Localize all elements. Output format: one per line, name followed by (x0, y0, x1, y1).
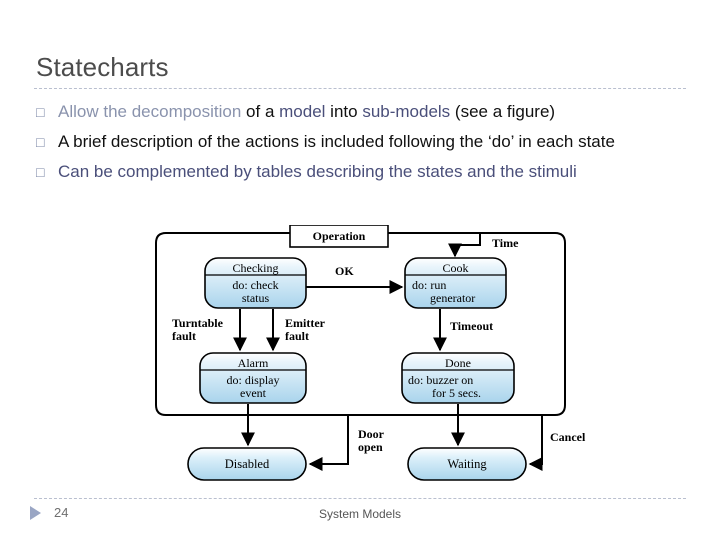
operation-label: Operation (313, 229, 366, 243)
bullet-marker-icon: □ (36, 134, 45, 150)
bullet-segment: A brief description of the actions is in… (58, 132, 615, 151)
state-name: Checking (233, 261, 279, 275)
transition-label: Cancel (550, 430, 586, 444)
state-name: Done (445, 356, 471, 370)
state-cook: Cook do: run generator (404, 257, 507, 309)
transition-time: Time (448, 233, 519, 258)
state-checking: Checking do: check status (204, 257, 307, 309)
state-action-line2: for 5 secs. (432, 386, 481, 400)
bullet-item: □ Can be complemented by tables describin… (36, 160, 676, 184)
state-disabled: Disabled (187, 447, 307, 481)
state-name: Waiting (447, 457, 487, 471)
bullet-item: □ Allow the decomposition of a model into… (36, 100, 676, 124)
transition-label: Emitter (285, 316, 326, 330)
transition-ok: OK (306, 264, 404, 294)
play-triangle-icon (30, 506, 41, 520)
state-action-line2: status (242, 291, 270, 305)
bullet-segment: Can be complemented by tables describing… (58, 162, 577, 181)
transition-label-line2: open (358, 440, 383, 454)
transition-door-open: Door open (308, 415, 385, 471)
statechart-diagram: Operation Checking do: check status Cook… (130, 225, 600, 490)
state-name: Alarm (238, 356, 269, 370)
footer-subject: System Models (318, 507, 402, 521)
transition-cancel: Cancel (528, 415, 586, 471)
state-action-line1: do: check (232, 278, 278, 292)
bullet-list: □ Allow the decomposition of a model into… (36, 100, 676, 190)
bullet-marker-icon: □ (36, 164, 45, 180)
state-name: Cook (442, 261, 468, 275)
transition-label: Time (492, 236, 519, 250)
transition-turntable-fault: Turntable fault (172, 309, 247, 352)
operation-superstate-border (155, 232, 566, 416)
state-action-line1: do: buzzer on (408, 373, 473, 387)
bullet-segment: Allow the decomposition (58, 102, 247, 121)
title-divider (34, 88, 686, 89)
page-number: 24 (54, 505, 69, 520)
bullet-item: □ A brief description of the actions is i… (36, 130, 676, 154)
state-action-line1: do: display (227, 373, 280, 387)
transition-emitter-fault: Emitter fault (266, 309, 326, 352)
operation-label-box (289, 225, 389, 248)
transition-label: OK (335, 264, 354, 278)
footer-divider (34, 498, 686, 499)
state-alarm: Alarm do: display event (199, 352, 307, 404)
bullet-segment: sub-models (362, 102, 455, 121)
state-name: Disabled (225, 457, 270, 471)
bullet-segment: (see a figure) (454, 102, 556, 121)
transition-timeout: Timeout (433, 309, 493, 352)
state-done: Done do: buzzer on for 5 secs. (401, 352, 515, 404)
state-action-line2: event (240, 386, 267, 400)
state-waiting: Waiting (407, 447, 527, 481)
state-action-line1: do: run (412, 278, 446, 292)
bullet-segment: of a (246, 102, 280, 121)
state-action-line2: generator (430, 291, 475, 305)
transition-label-line2: fault (285, 329, 309, 343)
transition-label-line2: fault (172, 329, 196, 343)
transition-label: Turntable (172, 316, 224, 330)
page-title: Statecharts (36, 52, 169, 82)
bullet-marker-icon: □ (36, 104, 45, 120)
transition-label: Door (358, 427, 385, 441)
bullet-segment: model (279, 102, 331, 121)
bullet-segment: into (330, 102, 363, 121)
transition-label: Timeout (450, 319, 493, 333)
